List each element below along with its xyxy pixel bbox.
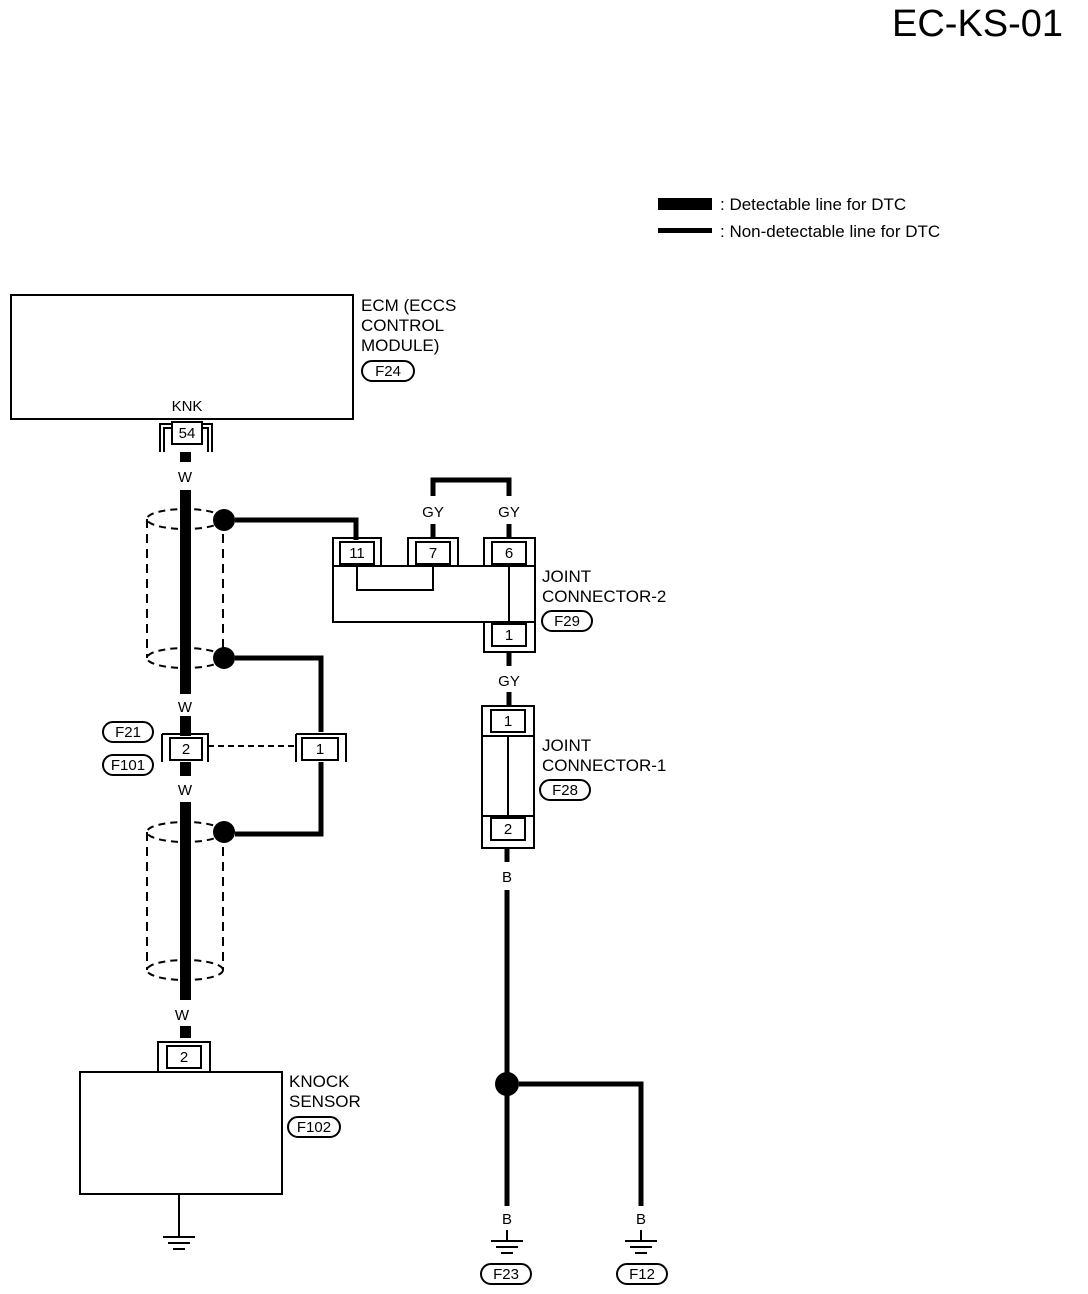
wire-color-b3: B [636,1211,646,1228]
ecm-connector-ref: F24 [375,363,401,380]
wire-color-gy7: GY [422,504,444,521]
ground-ref-f23-badge [480,1263,532,1285]
knock-sensor-box [79,1071,283,1195]
shield-wires [235,517,359,837]
wire-color-b2: B [502,1211,512,1228]
wire-color-w4: W [175,1007,190,1024]
jc1-connector-ref-badge [539,779,591,801]
knock-sensor-pin: 2 [180,1049,188,1066]
upper-shield [146,508,235,669]
wire-color-gy-jc: GY [498,673,520,690]
inline-ref-f101-badge [102,754,154,776]
joint-connector-1: 1 2 JOINT CONNECTOR-1 F28 [481,705,666,849]
jc2-name-line-1: JOINT [542,567,591,586]
gy-loop-wire: GY GY [422,477,520,538]
jc2-pin-7-box [415,541,451,565]
gy-jc-wire: GY [498,652,520,706]
inline-pin-right: 1 [316,741,324,758]
wire-color-w2: W [178,699,193,716]
jc2-pin-11-box [339,541,375,565]
inline-pin-left-box [169,737,203,761]
lower-shield [146,821,235,981]
knock-sensor-connector-ref: F102 [297,1119,331,1136]
shield-splice-upper-top [213,509,235,531]
knock-sensor-pin-box [166,1045,202,1069]
ground-splice [495,1072,519,1096]
knock-sensor-name-line-2: SENSOR [289,1092,361,1111]
shield-splice-upper-bottom [213,647,235,669]
jc1-pin-2: 2 [504,821,512,838]
jc2-pin-6-box [491,541,527,565]
ecm-pin: 54 [179,425,196,442]
wire-color-gy6: GY [498,504,520,521]
jc2-pin-1: 1 [505,627,513,644]
jc1-pin-1: 1 [504,713,512,730]
jc1-pin-1-box [490,709,526,733]
ecm-terminal-label: KNK [172,398,203,415]
ecm-name-line-1: ECM (ECCS [361,296,456,315]
inline-connector: F21 F101 2 1 [102,721,347,776]
inline-ref-f101: F101 [111,757,145,774]
knock-signal-wire: W W W W [175,452,193,1038]
ground-wires: B B B [495,848,646,1240]
knock-sensor-name-line-1: KNOCK [289,1072,350,1091]
inline-ref-f21: F21 [115,724,141,741]
inline-pin-left: 2 [182,741,190,758]
jc2-pin-6: 6 [505,545,513,562]
ecm-pin-box [171,421,203,445]
ecm: ECM (ECCS CONTROL MODULE) F24 KNK 54 [10,294,456,452]
inline-pin-right-box [301,737,339,761]
jc1-name-line-1: JOINT [542,736,591,755]
ecm-box [10,294,354,420]
jc2-pin-1-box [491,623,527,647]
ground-f12: F12 [616,1240,668,1285]
legend-detectable-label: : Detectable line for DTC [720,195,906,214]
ground-f23: F23 [480,1240,532,1285]
jc2-pin-7: 7 [429,545,437,562]
jc2-connector-ref-badge [541,610,593,632]
ecm-name-line-3: MODULE) [361,336,439,355]
legend-non-detectable-label: : Non-detectable line for DTC [720,222,940,241]
knock-sensor-connector-ref-badge [287,1116,341,1138]
jc2-name-line-2: CONNECTOR-2 [542,587,666,606]
page-code: EC-KS-01 [892,3,1063,45]
inline-ref-f21-badge [102,721,154,743]
jc1-pin-2-box [490,817,526,841]
ground-ref-f12-badge [616,1263,668,1285]
joint-connector-2: 11 7 6 1 JOINT CONNECTOR-2 F29 [332,537,666,653]
ground-ref-f12: F12 [629,1266,655,1283]
ecm-connector-ref-badge [361,360,415,382]
jc2-pin-11: 11 [349,545,365,562]
legend-non-detectable-swatch [658,228,712,233]
jc1-name-line-2: CONNECTOR-1 [542,756,666,775]
knock-sensor: 2 KNOCK SENSOR F102 [79,1041,361,1250]
ground-ref-f23: F23 [493,1266,519,1283]
legend-detectable-swatch [658,198,712,210]
shield-splice-lower [213,821,235,843]
wire-color-w3: W [178,782,193,799]
legend: : Detectable line for DTC : Non-detectab… [658,195,940,241]
ecm-name-line-2: CONTROL [361,316,444,335]
jc1-connector-ref: F28 [552,782,578,799]
wire-color-w1: W [178,469,193,486]
jc2-connector-ref: F29 [554,613,580,630]
wire-color-b1: B [502,869,512,886]
